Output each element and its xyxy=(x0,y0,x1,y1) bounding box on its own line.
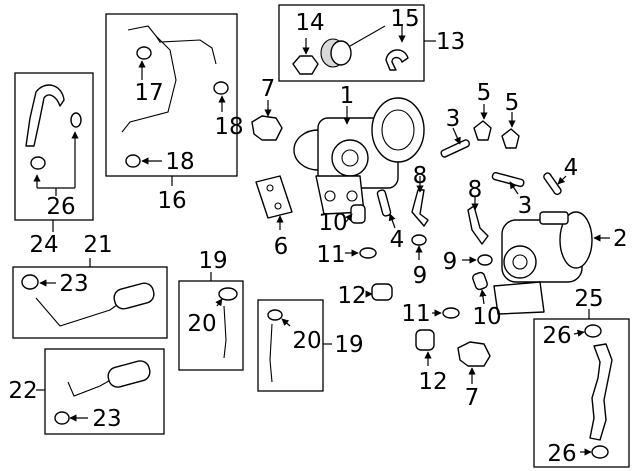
gasket-part xyxy=(213,81,229,95)
tube-part xyxy=(269,323,273,383)
bracket-part xyxy=(255,175,293,219)
box-actuator-13 xyxy=(278,4,425,82)
callout-5-right: 5 xyxy=(505,90,520,116)
clip-part xyxy=(385,49,409,71)
callout-7-top: 7 xyxy=(261,76,276,102)
gasket-part xyxy=(30,156,46,170)
callout-26-bottom-right: 26 xyxy=(547,441,576,467)
box-pipe-25 xyxy=(533,318,630,468)
callout-11-right: 11 xyxy=(401,301,430,327)
callout-5-left: 5 xyxy=(477,80,492,106)
gasket-part xyxy=(54,411,70,425)
tube-part xyxy=(223,305,227,359)
callout-3-left: 3 xyxy=(446,106,461,132)
fitting-part xyxy=(472,271,488,291)
pipe-part xyxy=(589,343,613,441)
nut-part xyxy=(292,55,319,75)
callout-19-right: 19 xyxy=(334,332,363,358)
gasket-part xyxy=(70,112,82,128)
callout-22: 22 xyxy=(8,378,37,404)
callout-25: 25 xyxy=(574,286,603,312)
gasket-part xyxy=(136,46,152,60)
gasket-part xyxy=(477,254,493,266)
callout-10-right: 10 xyxy=(472,304,501,330)
plug-part xyxy=(415,329,435,351)
sensor-part xyxy=(457,341,491,367)
callout-18-right: 18 xyxy=(214,114,243,140)
stud-part xyxy=(440,139,470,158)
callout-8-right: 8 xyxy=(468,177,483,203)
callout-6: 6 xyxy=(274,234,289,260)
sensor-part xyxy=(251,115,283,141)
pipe-part xyxy=(411,189,429,227)
gasket-part xyxy=(125,154,141,168)
callout-11-left: 11 xyxy=(316,242,345,268)
stud-part xyxy=(491,171,525,188)
gasket-part xyxy=(359,247,377,259)
gasket-part xyxy=(21,274,39,290)
pipe-part xyxy=(467,205,489,245)
pipe-part xyxy=(35,297,125,327)
callout-18-bottom: 18 xyxy=(165,149,194,175)
box-pipe-22 xyxy=(44,348,165,435)
callout-26-left: 26 xyxy=(46,194,75,220)
callout-1: 1 xyxy=(340,83,355,109)
callout-4-right: 4 xyxy=(564,155,579,181)
fitting-part xyxy=(350,204,366,224)
gasket-part xyxy=(584,324,602,338)
callout-23-top: 23 xyxy=(59,271,88,297)
stud-part xyxy=(543,172,562,196)
callout-16: 16 xyxy=(157,188,186,214)
box-tube-19b xyxy=(257,299,324,392)
callout-20-left: 20 xyxy=(187,311,216,337)
callout-12-left: 12 xyxy=(337,283,366,309)
callout-24: 24 xyxy=(29,232,58,258)
stud-part xyxy=(376,189,392,217)
turbocharger-1 xyxy=(293,97,425,215)
box-hose-24 xyxy=(14,72,94,221)
turbocharger-2 xyxy=(493,211,593,315)
callout-2: 2 xyxy=(613,226,628,252)
callout-20-right: 20 xyxy=(292,328,321,354)
callout-3-right: 3 xyxy=(518,193,533,219)
callout-9-bottom: 9 xyxy=(413,263,428,289)
callout-23-bottom: 23 xyxy=(92,406,121,432)
hose-part xyxy=(25,84,65,147)
callout-14: 14 xyxy=(295,10,324,36)
callout-26-top-right: 26 xyxy=(542,323,571,349)
callout-12-bottom: 12 xyxy=(418,369,447,395)
callout-13: 13 xyxy=(436,29,465,55)
callout-10-left: 10 xyxy=(318,210,347,236)
callout-21: 21 xyxy=(83,232,112,258)
plug-part xyxy=(371,283,393,301)
pipe-part xyxy=(67,377,115,397)
nut-part xyxy=(501,128,520,149)
callout-7-bottom: 7 xyxy=(465,385,480,411)
nut-part xyxy=(473,120,492,141)
gasket-part xyxy=(591,445,609,459)
gasket-part xyxy=(267,309,283,321)
gasket-part xyxy=(442,307,460,319)
callout-19-left: 19 xyxy=(198,248,227,274)
callout-4-left: 4 xyxy=(390,227,405,253)
gasket-part xyxy=(411,234,427,246)
callout-17: 17 xyxy=(134,80,163,106)
gasket-part xyxy=(218,287,238,301)
callout-9-right: 9 xyxy=(443,249,458,275)
callout-15: 15 xyxy=(390,6,419,32)
callout-8-left: 8 xyxy=(413,163,428,189)
